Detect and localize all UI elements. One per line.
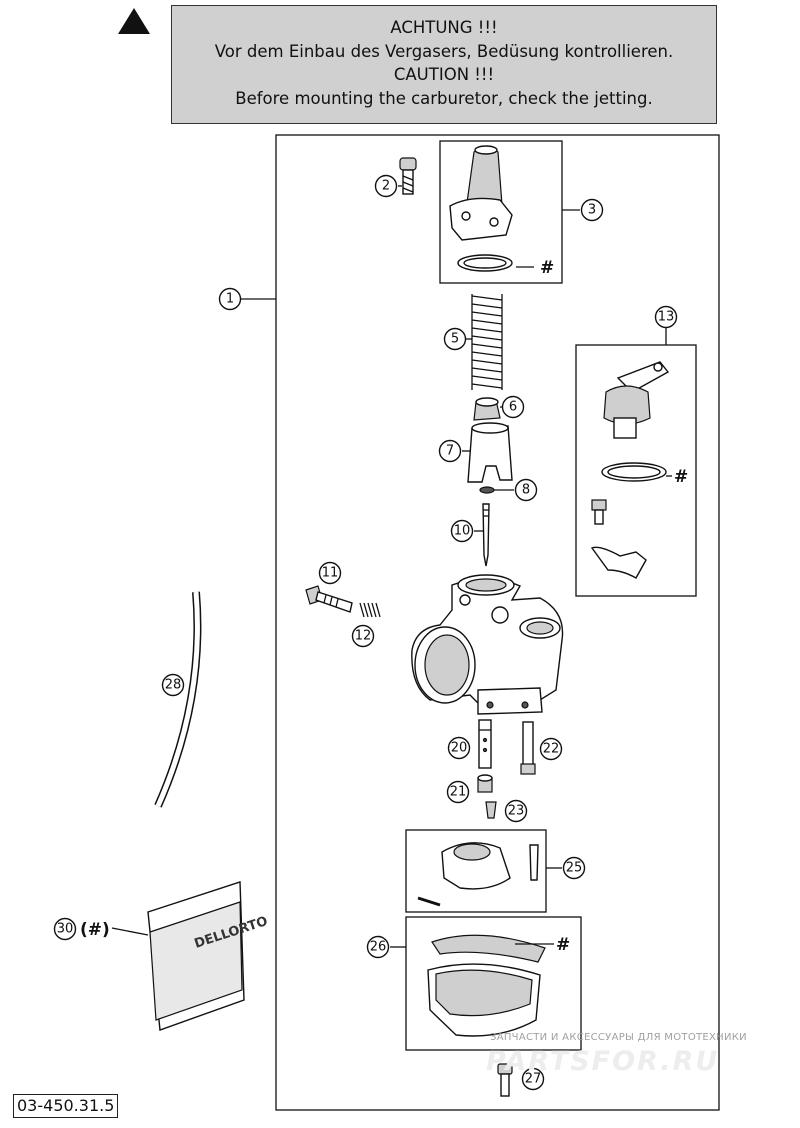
callout-30: 30	[53, 917, 77, 941]
part-27-drain-screw	[497, 1063, 513, 1097]
svg-text:13: 13	[658, 310, 675, 325]
callout-26: 26	[366, 935, 390, 959]
caution-line-de-text: Vor dem Einbau des Vergasers, Bedüsung k…	[214, 41, 674, 61]
subassembly-box-13	[575, 344, 697, 597]
watermark-logo: PARTSFOR.RU	[486, 1046, 720, 1077]
callout-21: 21	[446, 780, 470, 804]
svg-text:21: 21	[450, 785, 467, 800]
part-2-screw	[399, 157, 417, 195]
svg-text:10: 10	[454, 524, 471, 539]
caution-notice: ACHTUNG !!! Vor dem Einbau des Vergasers…	[171, 5, 717, 124]
callout-23: 23	[504, 799, 528, 823]
callout-8: 8	[514, 478, 538, 502]
callout-6: 6	[501, 395, 525, 419]
callout-28: 28	[161, 673, 185, 697]
hash-3: #	[540, 258, 554, 278]
hash-13: #	[674, 467, 688, 487]
callout-3: 3	[580, 198, 604, 222]
part-21-main-jet	[477, 774, 493, 793]
part-22-idle-jet	[520, 721, 536, 775]
caution-line-de-title: ACHTUNG !!!	[390, 18, 498, 37]
svg-text:20: 20	[451, 741, 468, 756]
part-26-float-bowl	[427, 934, 546, 1037]
svg-text:12: 12	[355, 629, 372, 644]
callout-10: 10	[450, 519, 474, 543]
part-3-carburetor-top	[449, 145, 513, 272]
svg-text:22: 22	[543, 742, 560, 757]
callout-27: 27	[521, 1067, 545, 1091]
callout-25: 25	[562, 856, 586, 880]
svg-text:26: 26	[370, 940, 387, 955]
svg-text:28: 28	[165, 678, 182, 693]
svg-text:25: 25	[566, 861, 583, 876]
svg-text:5: 5	[451, 332, 459, 347]
callout-12: 12	[351, 624, 375, 648]
part-30-jet-kit-bag: DELLORTO	[147, 881, 270, 1031]
part-25-float-assembly	[417, 842, 539, 907]
part-12-small-spring	[359, 602, 381, 618]
part-8-clip	[479, 486, 495, 494]
callout-11: 11	[318, 561, 342, 585]
svg-text:3: 3	[588, 203, 596, 218]
callout-5: 5	[443, 327, 467, 351]
callout-7: 7	[438, 439, 462, 463]
subassembly-box-25	[405, 829, 547, 913]
part-7-throttle-slide	[467, 422, 513, 483]
callout-13: 13	[654, 305, 678, 329]
svg-text:30: 30	[57, 922, 74, 937]
svg-text:1: 1	[226, 292, 234, 307]
caution-line-en-title: CAUTION !!!	[393, 65, 495, 84]
callout-1: 1	[218, 287, 242, 311]
svg-text:6: 6	[509, 400, 517, 415]
callout-20: 20	[447, 736, 471, 760]
carburetor-body	[411, 574, 564, 715]
assembly-frame	[275, 134, 720, 1111]
part-23-starter-jet	[485, 801, 497, 819]
svg-text:23: 23	[508, 804, 525, 819]
svg-text:11: 11	[322, 566, 339, 581]
svg-text:27: 27	[525, 1072, 542, 1087]
caution-line-en-text: Before mounting the carburetor, check th…	[235, 88, 653, 108]
svg-text:7: 7	[446, 444, 454, 459]
svg-text:2: 2	[382, 179, 390, 194]
part-5-spring	[471, 292, 503, 392]
hash-26: #	[556, 935, 570, 955]
part-10-jet-needle	[482, 503, 490, 567]
part-20-emulsion-tube	[478, 719, 492, 769]
warning-triangle-icon	[118, 8, 150, 34]
svg-text:8: 8	[522, 483, 530, 498]
part-11-idle-screw	[305, 585, 353, 613]
callout-2: 2	[374, 174, 398, 198]
part-6-needle-holder	[473, 397, 501, 421]
watermark-tagline: ЗАПЧАСТИ И АКСЕССУАРЫ ДЛЯ МОТОТЕХНИКИ	[490, 1032, 747, 1043]
part-13-choke-assembly	[590, 361, 670, 579]
document-number: 03-450.31.5	[13, 1094, 119, 1118]
subassembly-box-26	[405, 916, 582, 1051]
subassembly-box-3	[439, 140, 563, 284]
hash-30: (#)	[80, 920, 110, 940]
callout-22: 22	[539, 737, 563, 761]
